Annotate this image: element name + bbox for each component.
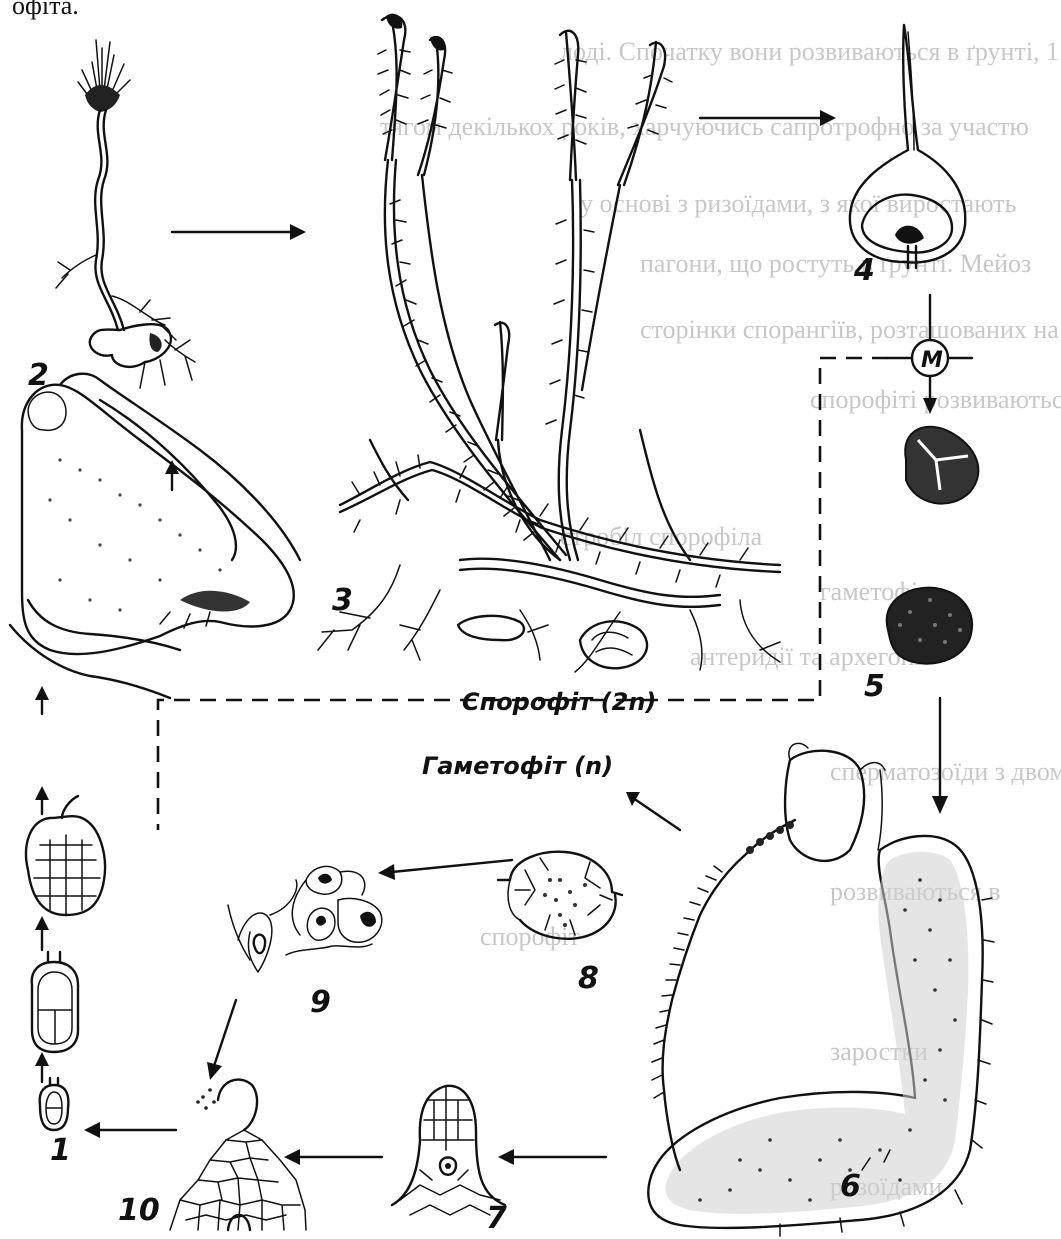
young-sporophyte-illustration: 2 bbox=[28, 40, 195, 393]
fertilized-archegonium-illustration: 10 bbox=[118, 1080, 306, 1230]
bleed-line: сперматозоїди з двома bbox=[830, 757, 1061, 786]
sporophyte-caption: Спорофіт (2n) bbox=[462, 688, 656, 716]
arrow-9-to-10 bbox=[207, 1000, 236, 1080]
stage-5-label: 5 bbox=[864, 669, 885, 704]
bleed-line: пагони, що ростуть в ґрунті. Мейоз bbox=[640, 249, 1031, 278]
spermatozoids-illustration: 9 bbox=[228, 866, 382, 1020]
arrow-5-to-6 bbox=[932, 698, 948, 814]
stage-4-label: 4 bbox=[853, 253, 875, 288]
arrow-8-to-9 bbox=[378, 860, 512, 880]
stage-9-label: 9 bbox=[310, 985, 331, 1020]
bleed-line: лоді. Спочатку вони розвиваються в ґрунт… bbox=[560, 37, 1061, 66]
stage-1-label: 1 bbox=[50, 1133, 71, 1168]
arrow-10-to-1 bbox=[84, 1122, 176, 1138]
arrow-2-to-3 bbox=[172, 224, 306, 240]
bleed-top-fragment: офіта. bbox=[12, 0, 79, 20]
archegonium-young-illustration: 7 bbox=[392, 1086, 507, 1236]
bleed-line: тягом декількох років, харчуючись сапрот… bbox=[380, 112, 1029, 141]
arrow-7-to-10 bbox=[284, 1149, 382, 1165]
gametophyte-caption: Гаметофіт (n) bbox=[422, 752, 613, 780]
arrow-6-to-8 bbox=[626, 792, 680, 830]
bleed-line: сторінки спорангіїв, розташованих на bbox=[640, 315, 1059, 344]
stage-7-label: 7 bbox=[486, 1201, 507, 1236]
embryo-development-series: 1 bbox=[26, 786, 105, 1168]
meiosis-symbol: M bbox=[921, 348, 943, 373]
young-sporophyte-on-gametophyte bbox=[10, 374, 300, 714]
stage-6-label: 6 bbox=[840, 1169, 861, 1204]
arrow-6-to-7 bbox=[498, 1149, 606, 1165]
stage-2-label: 2 bbox=[28, 358, 49, 393]
generation-boundary-dashed-line: Гаметофіт (n) bbox=[158, 358, 888, 830]
stage-8-label: 8 bbox=[578, 961, 599, 996]
gametophyte-prothallus-illustration: 6 bbox=[648, 743, 994, 1236]
meiosis-marker: M bbox=[888, 340, 972, 376]
bleed-line: у основі з ризоїдами, з якої виростають bbox=[580, 189, 1017, 218]
stage-3-label: 3 bbox=[332, 583, 353, 618]
stage-10-label: 10 bbox=[118, 1193, 160, 1228]
